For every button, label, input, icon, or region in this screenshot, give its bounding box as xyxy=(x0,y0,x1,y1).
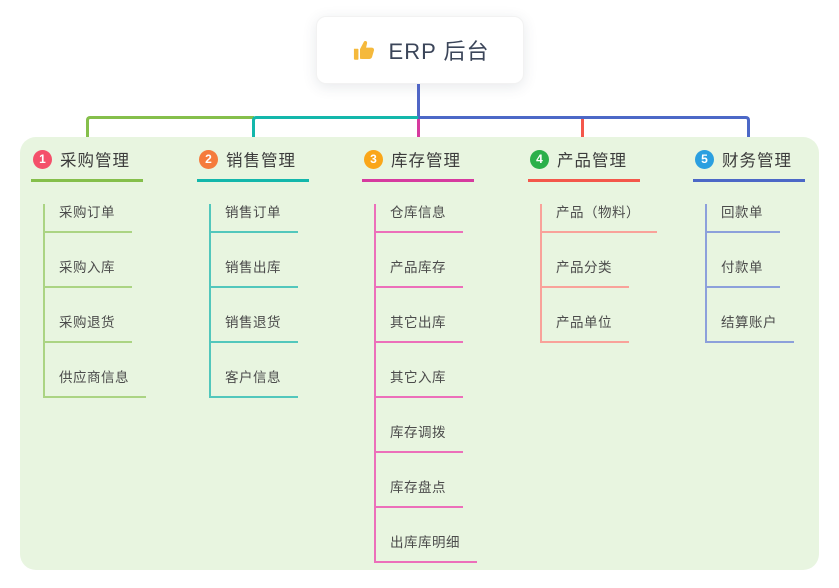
branch-items: 销售订单销售出库销售退货客户信息 xyxy=(209,204,298,398)
branch-2-title[interactable]: 2 销售管理 xyxy=(197,147,309,182)
branch-number-badge: 3 xyxy=(364,149,383,169)
branch-number-badge: 2 xyxy=(199,149,218,169)
connector-root-stem xyxy=(417,84,420,118)
node-2-1[interactable]: 销售订单 xyxy=(211,204,298,233)
branch-1-title[interactable]: 1 采购管理 xyxy=(31,147,143,182)
branch-number-badge: 1 xyxy=(33,149,52,169)
branch-title-label: 采购管理 xyxy=(60,152,130,170)
node-3-7[interactable]: 出库库明细 xyxy=(376,534,477,563)
connector-branch-5 xyxy=(418,116,750,149)
branch-items: 采购订单采购入库采购退货供应商信息 xyxy=(43,204,146,398)
node-3-6[interactable]: 库存盘点 xyxy=(376,479,463,508)
node-5-2[interactable]: 付款单 xyxy=(707,259,780,288)
connector-branch-4 xyxy=(581,119,584,148)
root-label: ERP 后台 xyxy=(388,39,490,64)
node-4-1[interactable]: 产品（物料） xyxy=(542,204,657,233)
branches-panel: 1 采购管理 采购订单采购入库采购退货供应商信息 2 销售管理 销售订单销售出库… xyxy=(20,137,819,570)
node-1-4[interactable]: 供应商信息 xyxy=(45,369,146,398)
branch-number-badge: 5 xyxy=(695,149,714,169)
branch-items: 仓库信息产品库存其它出库其它入库库存调拨库存盘点出库库明细 xyxy=(374,204,477,563)
node-3-3[interactable]: 其它出库 xyxy=(376,314,463,343)
branch-number-badge: 4 xyxy=(530,149,549,169)
branch-5-title[interactable]: 5 财务管理 xyxy=(693,147,805,182)
branch-title-label: 产品管理 xyxy=(557,152,627,170)
node-3-4[interactable]: 其它入库 xyxy=(376,369,463,398)
node-4-2[interactable]: 产品分类 xyxy=(542,259,629,288)
connector-branch-3 xyxy=(417,119,420,149)
node-5-1[interactable]: 回款单 xyxy=(707,204,780,233)
branch-title-label: 库存管理 xyxy=(391,152,461,170)
node-2-4[interactable]: 客户信息 xyxy=(211,369,298,398)
root-node[interactable]: ERP 后台 xyxy=(316,16,524,84)
branch-2: 2 销售管理 销售订单销售出库销售退货客户信息 xyxy=(197,147,359,398)
branch-3: 3 库存管理 仓库信息产品库存其它出库其它入库库存调拨库存盘点出库库明细 xyxy=(362,147,524,563)
node-1-3[interactable]: 采购退货 xyxy=(45,314,132,343)
thumbs-up-icon xyxy=(351,37,378,64)
node-2-2[interactable]: 销售出库 xyxy=(211,259,298,288)
connector-branch-1 xyxy=(86,116,254,149)
node-3-1[interactable]: 仓库信息 xyxy=(376,204,463,233)
node-3-5[interactable]: 库存调拨 xyxy=(376,424,463,453)
branch-5: 5 财务管理 回款单付款单结算账户 xyxy=(693,147,839,343)
branch-4-title[interactable]: 4 产品管理 xyxy=(528,147,640,182)
branch-title-label: 销售管理 xyxy=(226,152,296,170)
branch-items: 回款单付款单结算账户 xyxy=(705,204,794,343)
node-3-2[interactable]: 产品库存 xyxy=(376,259,463,288)
node-1-1[interactable]: 采购订单 xyxy=(45,204,132,233)
branch-title-label: 财务管理 xyxy=(722,152,792,170)
node-2-3[interactable]: 销售退货 xyxy=(211,314,298,343)
branch-3-title[interactable]: 3 库存管理 xyxy=(362,147,474,182)
node-4-3[interactable]: 产品单位 xyxy=(542,314,629,343)
node-1-2[interactable]: 采购入库 xyxy=(45,259,132,288)
branch-4: 4 产品管理 产品（物料） 产品分类产品单位 xyxy=(528,147,690,343)
branch-1: 1 采购管理 采购订单采购入库采购退货供应商信息 xyxy=(31,147,193,398)
branch-items: 产品（物料） 产品分类产品单位 xyxy=(540,204,657,343)
node-5-3[interactable]: 结算账户 xyxy=(707,314,794,343)
connector-branch-2 xyxy=(252,116,418,149)
